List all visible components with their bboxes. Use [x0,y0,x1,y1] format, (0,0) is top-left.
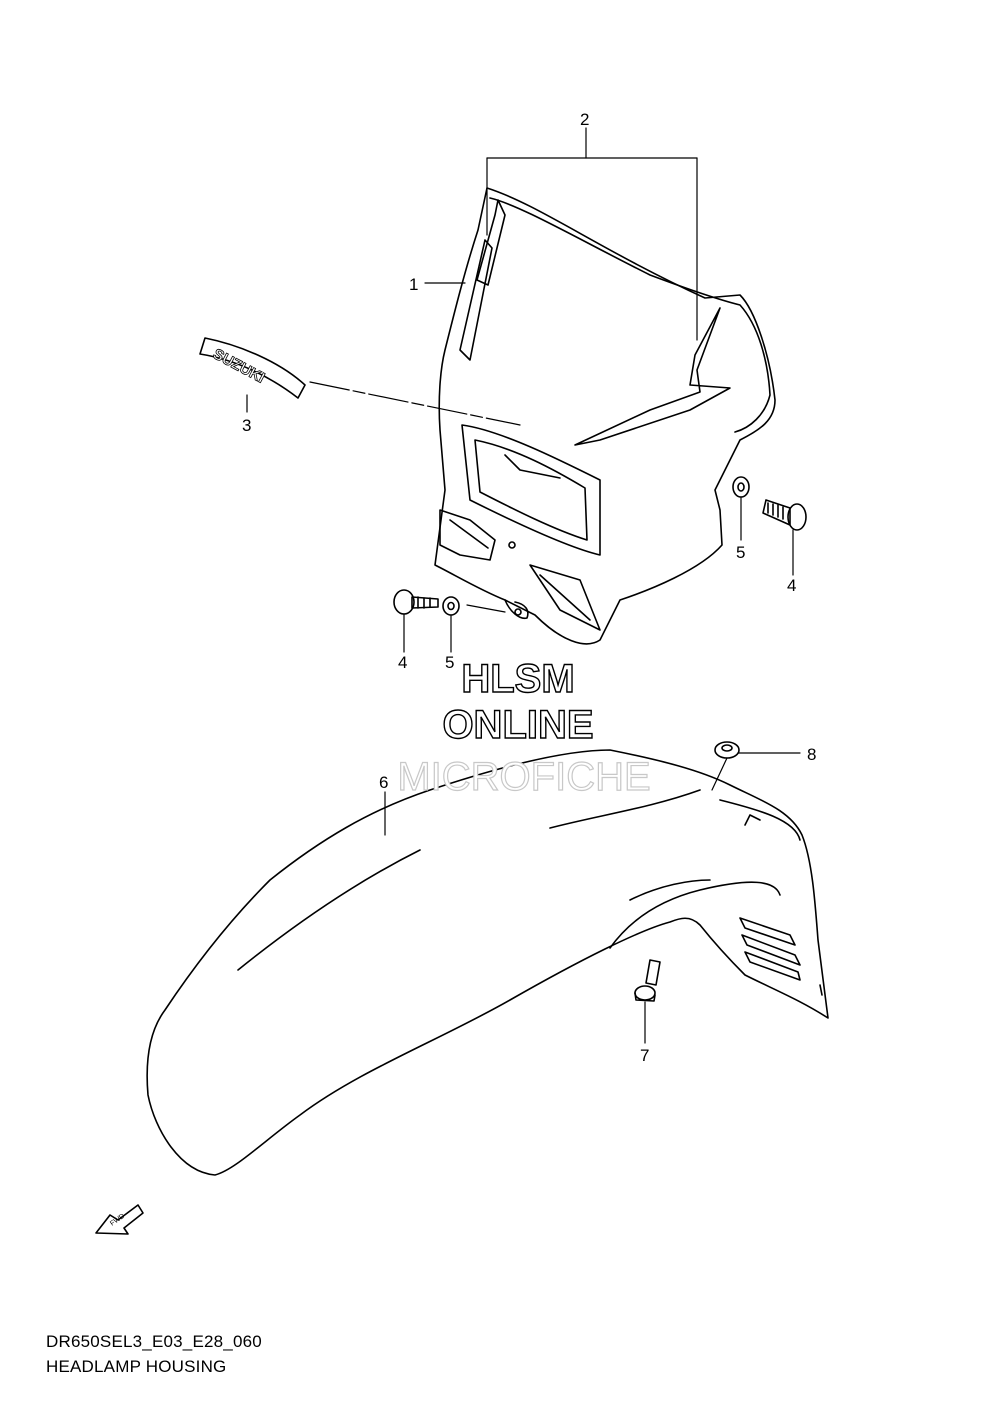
fwd-arrow-icon [95,1204,144,1235]
washer-left [442,596,460,616]
watermark-line-3: MICROFICHE [397,755,650,799]
bolt-left [393,589,439,615]
callout-4-left: 4 [398,653,407,672]
bolt-right [762,499,807,531]
callout-4-right: 4 [787,576,796,595]
washer-right [732,476,750,498]
fwd-label: FWD [109,1213,126,1228]
callout-8: 8 [807,745,816,764]
watermark-line-1: HLSM [461,657,574,701]
diagram-code: DR650SEL3_E03_E28_060 [46,1332,262,1351]
leader-lines [246,127,801,1044]
callout-5-right: 5 [736,543,745,562]
bolt-lower [634,959,661,1002]
headlamp-housing [434,187,776,645]
grommet [714,741,740,759]
callout-1: 1 [409,275,418,294]
callout-3: 3 [242,416,251,435]
callout-2: 2 [580,110,589,129]
suzuki-decal [199,337,306,399]
diagram-title: HEADLAMP HOUSING [46,1357,227,1376]
callout-5-left: 5 [445,653,454,672]
watermark-line-2: ONLINE [442,703,593,747]
front-fender [146,749,829,1176]
callout-7: 7 [640,1046,649,1065]
decal-lettering: SUZUKI [210,346,267,387]
callout-6: 6 [379,773,388,792]
